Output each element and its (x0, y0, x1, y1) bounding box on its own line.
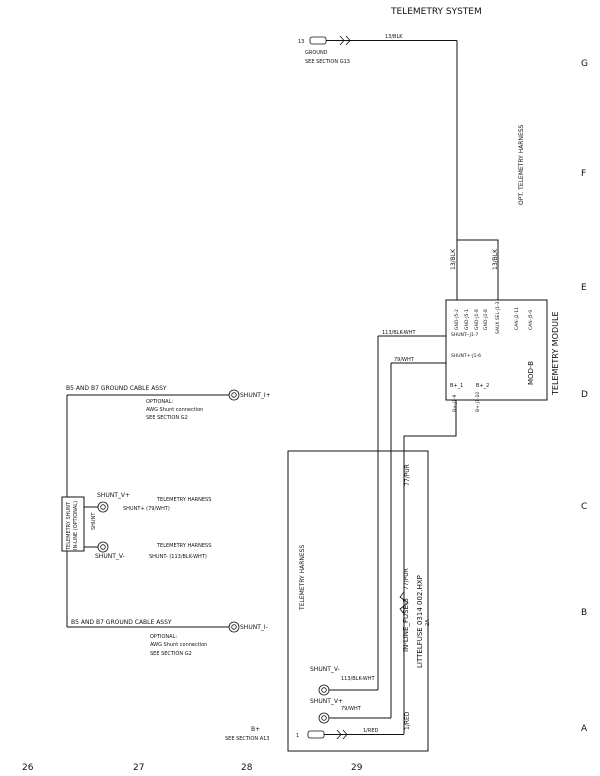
fuse-label: IN-LINE_FUSE-3 (402, 598, 410, 652)
module-pin-b1: B+_1 (450, 383, 463, 389)
harness-box-title: TELEMETRY HARNESS (299, 545, 306, 611)
telemetry-module: GND-J5-2 GND-J5-1 GND-J1-8 GND-J2-8 SAUX… (445, 299, 548, 412)
shunt-minus-harness-label: TELEMETRY HARNESS (156, 543, 211, 549)
ground-label: GROUND (305, 50, 328, 56)
module-left-pin-shunt-neg: SHUNT--J1-7 (451, 332, 479, 338)
row-label-d: D (581, 390, 588, 400)
row-label-c: C (581, 502, 587, 512)
row-label-a: A (581, 724, 588, 734)
opt-harness-label: OPT. TELEMETRY HARNESS (518, 124, 525, 205)
harness-shunt-v-minus-connector: SHUNT_V- 113/BLK-WHT (310, 666, 378, 696)
cable-bottom-label: B5 AND B7 GROUND CABLE ASSY (71, 619, 172, 626)
col-label-27: 27 (133, 763, 144, 773)
module-shunt-neg-wire-label: 113/BLK-WHT (382, 330, 417, 336)
module-bottom-pin-2: B+-J1-10 (475, 392, 481, 412)
cable-top-note2: AWG Shunt connection (146, 407, 203, 413)
shunt-v-minus-label: SHUNT_V- (95, 553, 125, 560)
shunt-v-minus-terminal (97, 541, 109, 553)
ground-wire-label: 13/BLK (385, 34, 403, 40)
module-top-pin-3: GND-J1-8 (474, 309, 480, 330)
shunt-i-minus-connector (228, 621, 240, 633)
bplus-see-section: SEE SECTION A13 (225, 736, 269, 742)
shunt-v-plus-terminal (97, 501, 109, 513)
row-label-e: E (581, 283, 587, 293)
shunt-i-plus-label: SHUNT_I+ (240, 392, 271, 399)
cable-top-note1: OPTIONAL: (146, 399, 173, 405)
shunt-plus-harness-label: TELEMETRY HARNESS (156, 497, 211, 503)
harness-red-wire-label: 1/RED (404, 711, 411, 730)
shunt-box-label: TELEMETRY SHUNT (66, 501, 72, 551)
module-pin-b2: B+_2 (476, 383, 489, 389)
bplus-label: B+ (251, 726, 260, 733)
inline-fuse: IN-LINE_FUSE-3 77/PUR LITTELFUSE 0314 00… (399, 568, 431, 668)
col-label-29: 29 (351, 763, 363, 773)
harness-right-wire-label: 13/BLK (492, 248, 499, 270)
module-top-pin-6: CAN-J2-11 (514, 307, 520, 330)
cable-bottom-note2: AWG Shunt connection (150, 642, 207, 648)
telemetry-harness-box (287, 450, 429, 752)
module-top-pin-4: GND-J2-8 (483, 309, 489, 330)
cable-top-note3: SEE SECTION G2 (146, 415, 188, 421)
cable-top-label: B5 AND B7 GROUND CABLE ASSY (66, 385, 167, 392)
shunt-label: SHUNT (91, 512, 97, 530)
col-label-28: 28 (241, 763, 253, 773)
harness-sv-plus-label: SHUNT_V+ (310, 698, 343, 705)
module-top-pin-5: SAUX SEL-J1-3 (495, 301, 501, 334)
shunt-v-plus-label: SHUNT_V+ (97, 492, 130, 499)
telemetry-shunt: TELEMETRY SHUNT IN-LINE (OPTIONAL) SHUNT (61, 496, 97, 552)
fuse-amp-label: 2A (425, 619, 431, 626)
ground-see-section: SEE SECTION G13 (305, 59, 350, 65)
bplus-wire-label: 1/RED (363, 728, 378, 734)
row-label-f: F (581, 169, 586, 179)
harness-pur-wire-label: 77/PUR (404, 464, 411, 486)
fuse-wire-label: 77/PUR (403, 568, 410, 590)
module-bottom-pin-1: B+-J1-9 (452, 394, 458, 412)
bplus-connector: B+ SEE SECTION A13 1 1/RED (225, 726, 404, 742)
module-top-pin-7: CAN-J5-9 (528, 310, 534, 330)
ground-pin-number: 13 (298, 39, 304, 45)
row-label-b: B (581, 608, 587, 618)
ground-connector: 13 13/BLK GROUND SEE SECTION G13 (298, 34, 457, 65)
shunt-box-sub: IN-LINE (OPTIONAL) (73, 501, 79, 550)
col-label-26: 26 (22, 763, 34, 773)
module-left-pin-shunt-pos: SHUNT+-J1-6 (451, 353, 481, 359)
row-label-g: G (581, 59, 588, 69)
harness-sv-minus-label: SHUNT_V- (310, 666, 340, 673)
module-shunt-pos-wire-label: 79/WHT (394, 357, 415, 363)
harness-left-wire-label: 13/BLK (450, 248, 457, 270)
module-name: MOD-B (527, 361, 535, 385)
bplus-pin: 1 (296, 733, 299, 739)
cable-bottom-note1: OPTIONAL: (150, 634, 177, 640)
harness-shunt-v-plus-connector: SHUNT_V+ 79/WHT (310, 698, 392, 724)
module-top-pin-2: GND-J5-1 (464, 309, 470, 330)
shunt-i-plus-connector (228, 389, 240, 401)
harness-sv-plus-wire: 79/WHT (341, 706, 362, 712)
harness-sv-minus-wire: 113/BLK-WHT (341, 676, 376, 682)
cable-bottom-note3: SEE SECTION G2 (150, 651, 192, 657)
shunt-plus-wire-label: SHUNT+ (79/WHT) (123, 506, 170, 512)
shunt-minus-wire-label: SHUNT- (113/BLK-WHT) (149, 554, 207, 560)
littelfuse-label: LITTELFUSE 0314 002.HXP (416, 575, 424, 668)
module-top-pin-1: GND-J5-2 (454, 309, 460, 330)
module-title: TELEMETRY MODULE (551, 312, 560, 397)
shunt-i-minus-label: SHUNT_I- (240, 624, 268, 631)
diagram-title: TELEMETRY SYSTEM (390, 7, 482, 17)
